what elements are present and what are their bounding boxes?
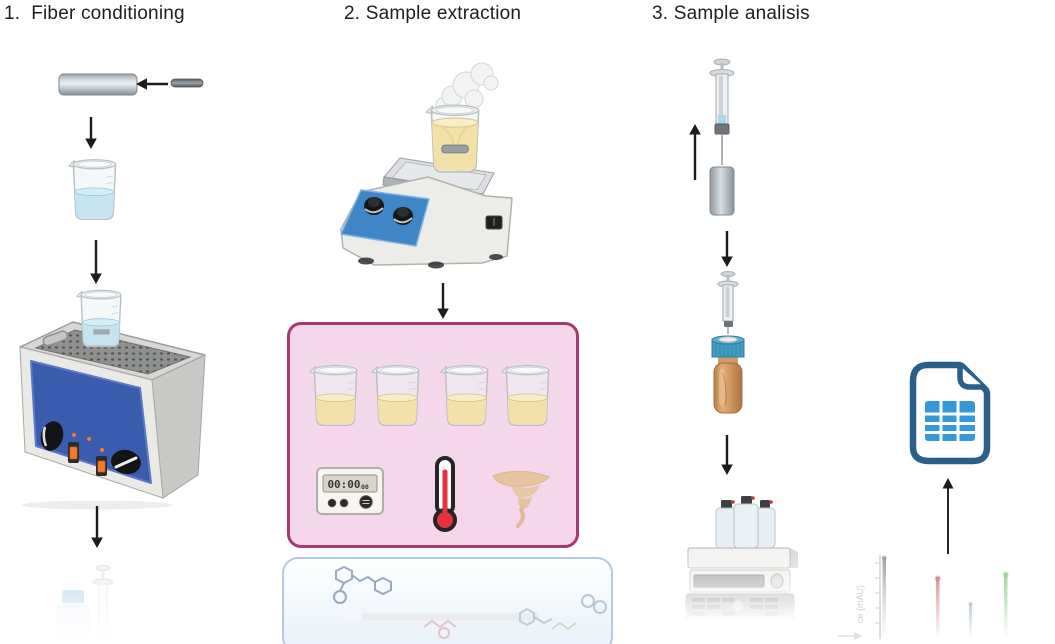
solvent-bottles xyxy=(715,496,776,549)
arrow-bath-to-next xyxy=(91,506,103,548)
folded-corner xyxy=(957,366,984,390)
timer-icon: 00:00 00 xyxy=(316,467,384,515)
bottle-syringe-reflection xyxy=(55,565,114,644)
step1-title: 1. Fiber conditioning xyxy=(4,3,185,24)
arrow-chromatogram-to-file xyxy=(942,478,954,554)
molecules-panel xyxy=(282,557,613,644)
arrow-hotplate-to-panel xyxy=(437,283,449,319)
bottle-body xyxy=(55,605,91,644)
hotplate-control-panel xyxy=(340,189,430,247)
hplc-instrument-icon xyxy=(685,496,798,621)
arrow-beaker-to-bath xyxy=(90,240,102,284)
fiber-sheath-icon xyxy=(709,166,735,216)
hotplate-knob-left xyxy=(364,197,384,215)
bath-knob-right xyxy=(111,449,141,475)
hplc-modules xyxy=(685,547,798,621)
arrow-rod-into-fiber xyxy=(136,78,168,90)
absorbance-axis-label: ce (mAU) xyxy=(855,585,865,623)
hotplate-knob-right xyxy=(393,207,413,225)
sample-beaker-icon xyxy=(425,104,480,173)
extraction-beaker-4 xyxy=(501,364,550,427)
ultrasonic-bath-icon xyxy=(19,321,206,510)
chromatogram-reflection-icon: ce (mAU) xyxy=(838,555,1009,640)
x-axis-arrow xyxy=(854,632,862,640)
vial-septum xyxy=(718,336,738,343)
hplc-syringe-icon xyxy=(717,271,739,334)
arrow-fiber-retract xyxy=(689,124,701,180)
syringe-reflection xyxy=(92,565,114,641)
hotplate-stirrer-icon xyxy=(340,157,513,269)
bath-handle xyxy=(42,330,69,347)
step3-title: 3. Sample analisis xyxy=(652,3,810,24)
molecules-icon xyxy=(333,565,607,639)
arrow-fiber-to-beaker xyxy=(85,117,97,149)
extraction-beaker-1 xyxy=(309,364,358,427)
solvent-beaker-icon xyxy=(68,159,117,220)
arrow-sheath-to-syringe xyxy=(721,231,733,267)
extraction-conditions-panel: 00:00 00 xyxy=(287,322,579,548)
bath-switch-1 xyxy=(68,442,79,463)
bath-switch-2 xyxy=(96,456,107,476)
vial-cap xyxy=(711,335,745,358)
spreadsheet-table xyxy=(925,401,975,441)
hotplate-power-switch xyxy=(485,215,503,230)
timer-display-frac: 00 xyxy=(361,483,369,491)
beaker-in-bath-icon xyxy=(76,289,122,348)
vortex-icon xyxy=(492,470,550,528)
spme-syringe-icon xyxy=(709,58,735,165)
spme-fiber-icon xyxy=(58,73,138,96)
extraction-beaker-2 xyxy=(371,364,420,427)
extraction-beaker-3 xyxy=(440,364,489,427)
fiber-rod-icon xyxy=(170,78,204,88)
spreadsheet-file-icon xyxy=(909,361,991,465)
bath-knob-left xyxy=(40,421,64,451)
bottle-cap xyxy=(62,590,84,603)
amber-vial-icon xyxy=(711,335,745,414)
thermometer-icon xyxy=(433,456,457,532)
stir-bar xyxy=(441,144,469,154)
timer-display: 00:00 xyxy=(327,478,360,491)
step2-title: 2. Sample extraction xyxy=(344,3,522,24)
arrow-vial-to-hplc xyxy=(721,435,733,475)
